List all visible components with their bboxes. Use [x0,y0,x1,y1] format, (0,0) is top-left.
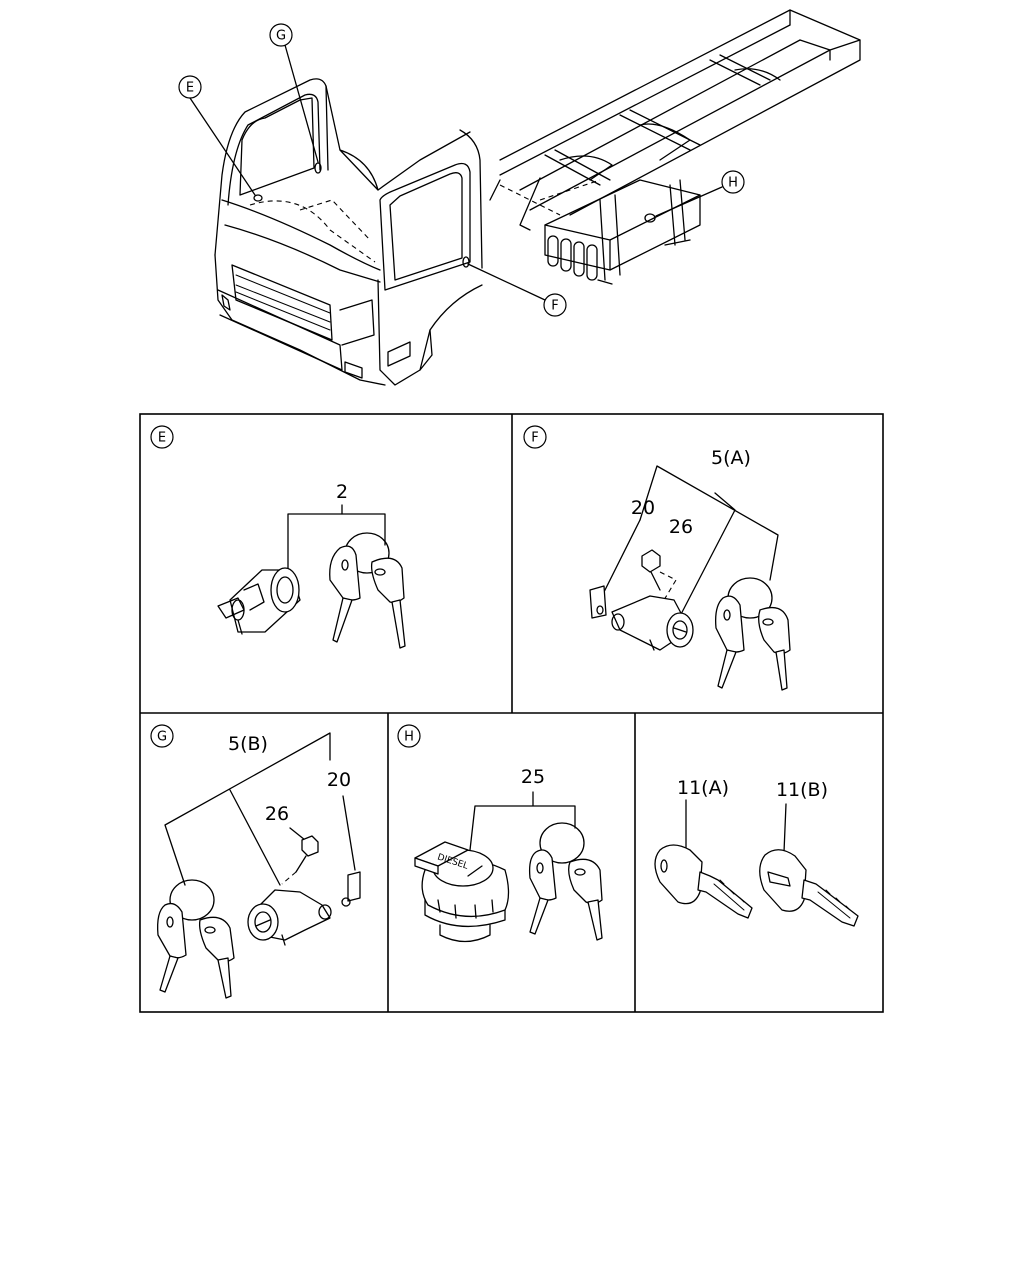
part-number-2: 2 [336,481,348,503]
svg-text:G: G [157,730,167,745]
part-number-5b: 5(B) [228,733,268,755]
part-number-20-f: 20 [631,497,655,519]
callout-e: E [178,75,202,99]
panel-f-letter: F [523,425,547,449]
callout-f: F [543,293,567,317]
svg-text:F: F [551,299,558,314]
part-number-11a: 11(A) [677,777,729,799]
key-set-e [329,532,406,649]
panel-g-letter: G [150,724,174,748]
svg-text:H: H [728,176,738,191]
detail-frame [139,413,884,1013]
bolt-26-g [281,835,319,885]
leader-e [189,97,256,196]
truck-cab [214,78,483,386]
callout-g: G [269,23,293,47]
panel-e-letter: E [150,425,174,449]
truck-overview: E G F H [178,9,861,386]
part-number-25: 25 [521,766,545,788]
part-number-5a: 5(A) [711,447,751,469]
key-11b [759,849,859,927]
bracket-20-g [341,871,361,907]
leader-h [655,186,723,217]
bracket-20-f [589,585,607,619]
svg-text:E: E [158,431,166,446]
lock-cylinder-f [611,595,694,651]
fuel-tank [544,179,701,285]
fuel-cap: DIESEL [414,841,510,943]
key-set-g [157,879,235,999]
lock-cylinder-g [247,889,332,946]
panel-e: E 2 [150,425,406,649]
svg-text:E: E [186,81,194,96]
panel-h-letter: H [397,724,421,748]
part-number-20-g: 20 [327,769,351,791]
truck-chassis [489,9,861,285]
part-number-26-g: 26 [265,803,289,825]
leader-f [467,263,546,301]
panel-h: H 25 DIESEL [397,724,603,943]
bolt-26-f [641,549,677,601]
callout-h: H [721,170,745,194]
leader-g [284,44,319,163]
part-number-11b: 11(B) [776,779,828,801]
panel-f: F 5(A) 20 26 [523,425,791,691]
part-number-26-f: 26 [669,516,693,538]
key-set-f [715,577,791,691]
svg-text:F: F [531,431,538,446]
lock-cylinder-e [217,567,301,635]
key-set-h [528,822,603,941]
key-11a [654,844,753,919]
panel-keys: 11(A) 11(B) [654,777,859,927]
bracket-leader [287,513,386,571]
panel-g: G 5(B) 20 26 [150,724,361,999]
svg-text:G: G [276,29,286,44]
svg-text:H: H [404,730,414,745]
